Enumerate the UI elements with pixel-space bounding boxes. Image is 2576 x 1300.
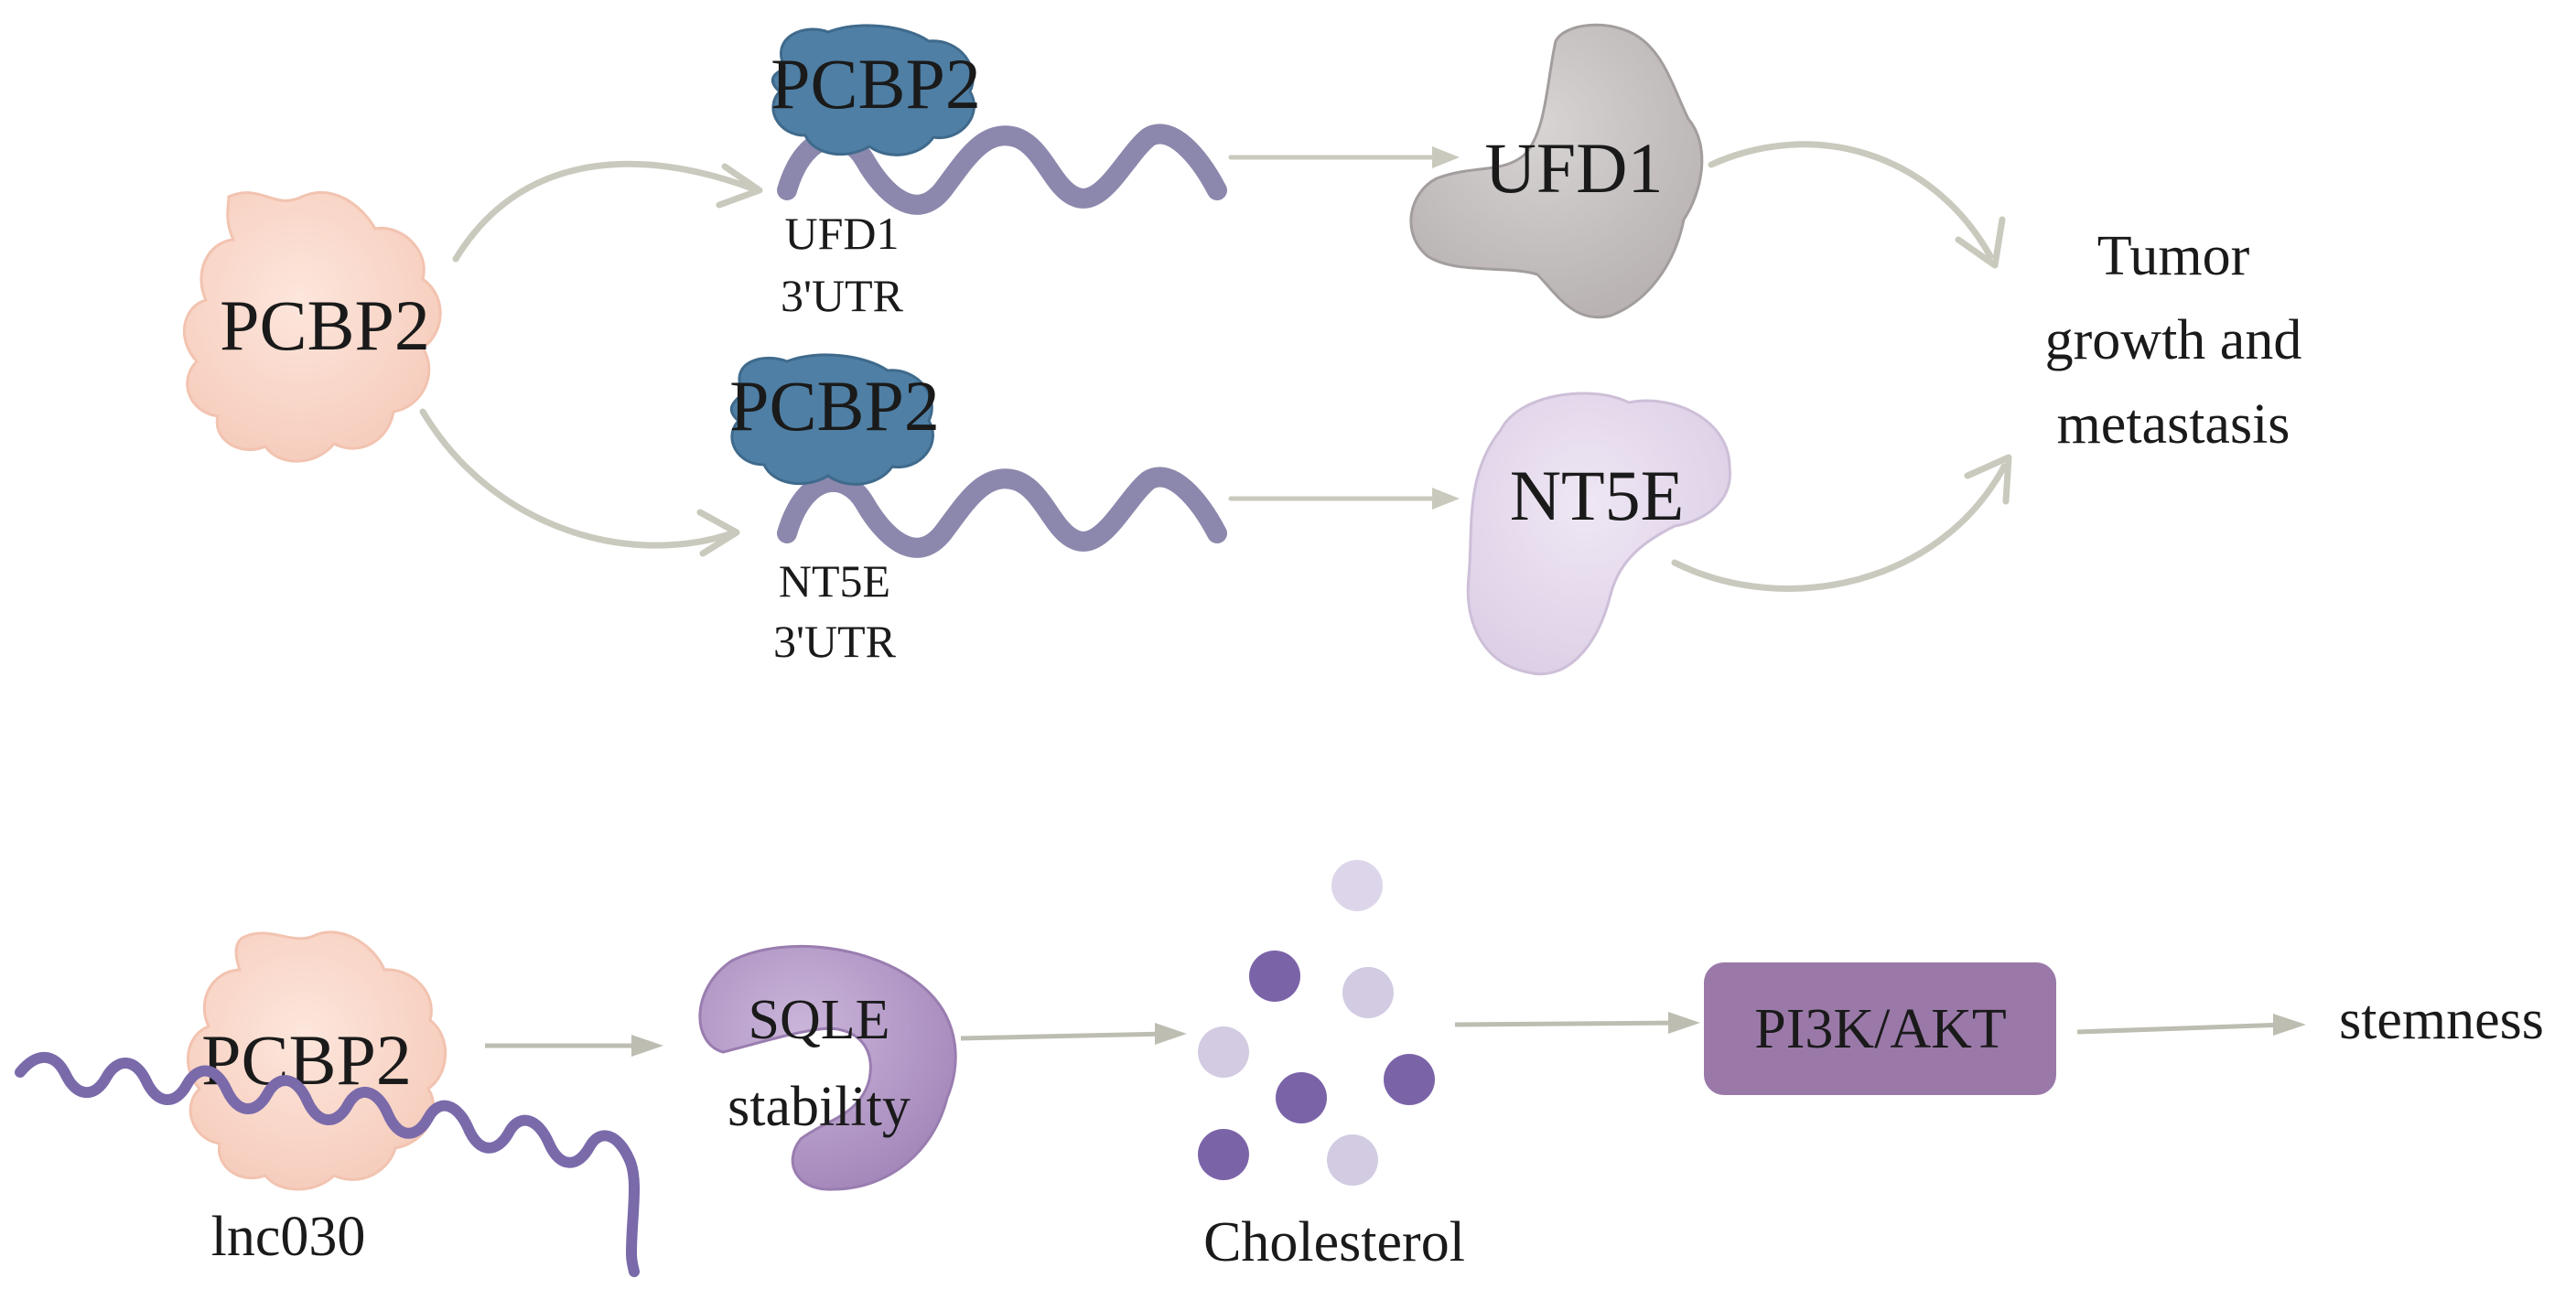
nt5e-utr-rna (777, 467, 1227, 558)
pi3k-akt-box: PI3K/AKT (1704, 962, 2056, 1095)
ufd1-utr-label-line2: 3'UTR (781, 270, 904, 321)
arrow-pcbp2-to-sqle (485, 1035, 663, 1057)
arrow-pcbp2-to-ufd1-utr (452, 160, 763, 263)
pcbp2-bottom-label: PCBP2 (729, 366, 940, 446)
nt5e-protein-label: NT5E (1510, 456, 1685, 535)
cholesterol-dot-dark (1249, 951, 1300, 1002)
nt5e-utr-label-line2: 3'UTR (773, 616, 897, 667)
outcome-text: Tumor growth and metastasis (2045, 225, 2302, 456)
cholesterol-dot-dark (1384, 1054, 1435, 1105)
pcbp2-top-label: PCBP2 (771, 44, 981, 124)
ufd1-protein: UFD1 (1409, 23, 1704, 319)
outcome-line3: metastasis (2057, 393, 2290, 456)
arrow-nt5e-utr-to-protein (1228, 488, 1460, 510)
pcbp2-lower-label: PCBP2 (201, 1020, 412, 1100)
arrow-ufd1-to-outcome (1708, 141, 2006, 269)
stemness-label: stemness (2339, 989, 2544, 1051)
cholesterol-dot-light (1327, 1134, 1378, 1186)
cholesterol-dot-dark (1276, 1072, 1327, 1123)
pi3k-akt-label: PI3K/AKT (1754, 998, 2007, 1060)
ufd1-protein-label: UFD1 (1484, 128, 1663, 208)
outcome-line1: Tumor (2097, 225, 2250, 287)
arrow-pathway-to-stemness (2076, 1014, 2306, 1036)
cholesterol-dot-light (1198, 1026, 1249, 1078)
pcbp2-main-label: PCBP2 (220, 285, 430, 365)
cholesterol-dot-dark (1198, 1129, 1249, 1180)
outcome-line2: growth and (2045, 309, 2302, 371)
pcbp2-protein-lower: PCBP2 (186, 930, 447, 1191)
nt5e-protein: NT5E (1466, 392, 1731, 676)
sqle-label-line1: SQLE (749, 989, 890, 1051)
arrow-sqle-to-cholesterol (960, 1023, 1187, 1045)
arrow-pcbp2-to-nt5e-utr (419, 408, 740, 557)
pcbp2-protein-main: PCBP2 (182, 191, 442, 463)
sqle-label-line2: stability (728, 1076, 911, 1138)
ufd1-utr-label-line1: UFD1 (784, 208, 899, 259)
arrow-cholesterol-to-pathway (1454, 1012, 1700, 1034)
arrow-nt5e-to-outcome (1671, 454, 2012, 592)
pcbp2-bound-ufd1: PCBP2 (771, 24, 981, 156)
sqle-protein: SQLE stability (698, 944, 957, 1191)
lnc030-rna (15, 1051, 641, 1277)
cholesterol-dot-light (1342, 967, 1394, 1018)
lnc030-label: lnc030 (211, 1206, 366, 1268)
arrow-ufd1-utr-to-protein (1228, 146, 1460, 168)
nt5e-utr-label-line1: NT5E (779, 555, 890, 607)
cholesterol-dot-light (1331, 860, 1383, 911)
ufd1-utr-rna (777, 124, 1227, 215)
cholesterol-label: Cholesterol (1203, 1211, 1465, 1273)
pcbp2-bound-nt5e: PCBP2 (729, 353, 940, 486)
cholesterol-molecules (1198, 860, 1435, 1186)
